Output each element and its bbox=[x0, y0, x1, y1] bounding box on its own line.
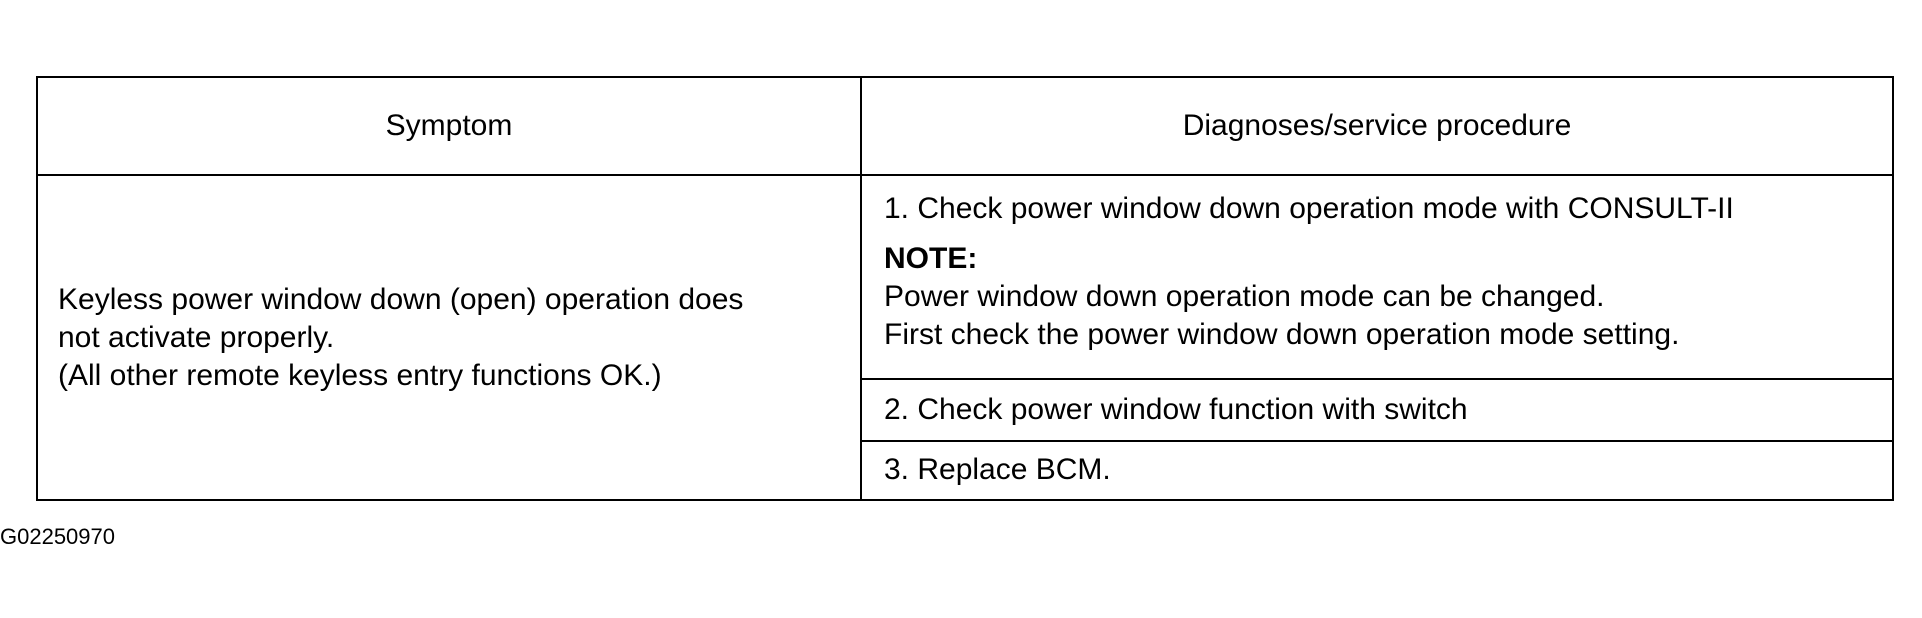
table-row: Keyless power window down (open) operati… bbox=[36, 174, 1894, 501]
diagnosis-table: Symptom Diagnoses/service procedure Keyl… bbox=[36, 75, 1894, 502]
procedure-step-1-cell: 1. Check power window down operation mod… bbox=[860, 174, 1894, 381]
procedure-step-1: 1. Check power window down operation mod… bbox=[884, 192, 1734, 226]
symptom-line-1: Keyless power window down (open) operati… bbox=[58, 282, 744, 316]
symptom-header: Symptom bbox=[36, 75, 862, 177]
procedure-step-3: 3. Replace BCM. bbox=[860, 439, 1894, 502]
note-line-2: First check the power window down operat… bbox=[884, 318, 1680, 352]
procedure-step-2: 2. Check power window function with swit… bbox=[860, 378, 1894, 442]
procedure-header: Diagnoses/service procedure bbox=[860, 75, 1894, 177]
symptom-line-3: (All other remote keyless entry function… bbox=[58, 358, 662, 392]
table-row: 2. Check power window function with swit… bbox=[37, 378, 1894, 442]
symptom-line-2: not activate properly. bbox=[58, 320, 335, 354]
table-row: 3. Replace BCM. bbox=[37, 439, 1894, 502]
note-label: NOTE: bbox=[884, 242, 978, 276]
table-header-row: Symptom Diagnoses/service procedure bbox=[36, 75, 1894, 177]
note-line-1: Power window down operation mode can be … bbox=[884, 280, 1605, 314]
symptom-cell: Keyless power window down (open) operati… bbox=[36, 174, 862, 501]
figure-id: G02250970 bbox=[0, 524, 115, 549]
